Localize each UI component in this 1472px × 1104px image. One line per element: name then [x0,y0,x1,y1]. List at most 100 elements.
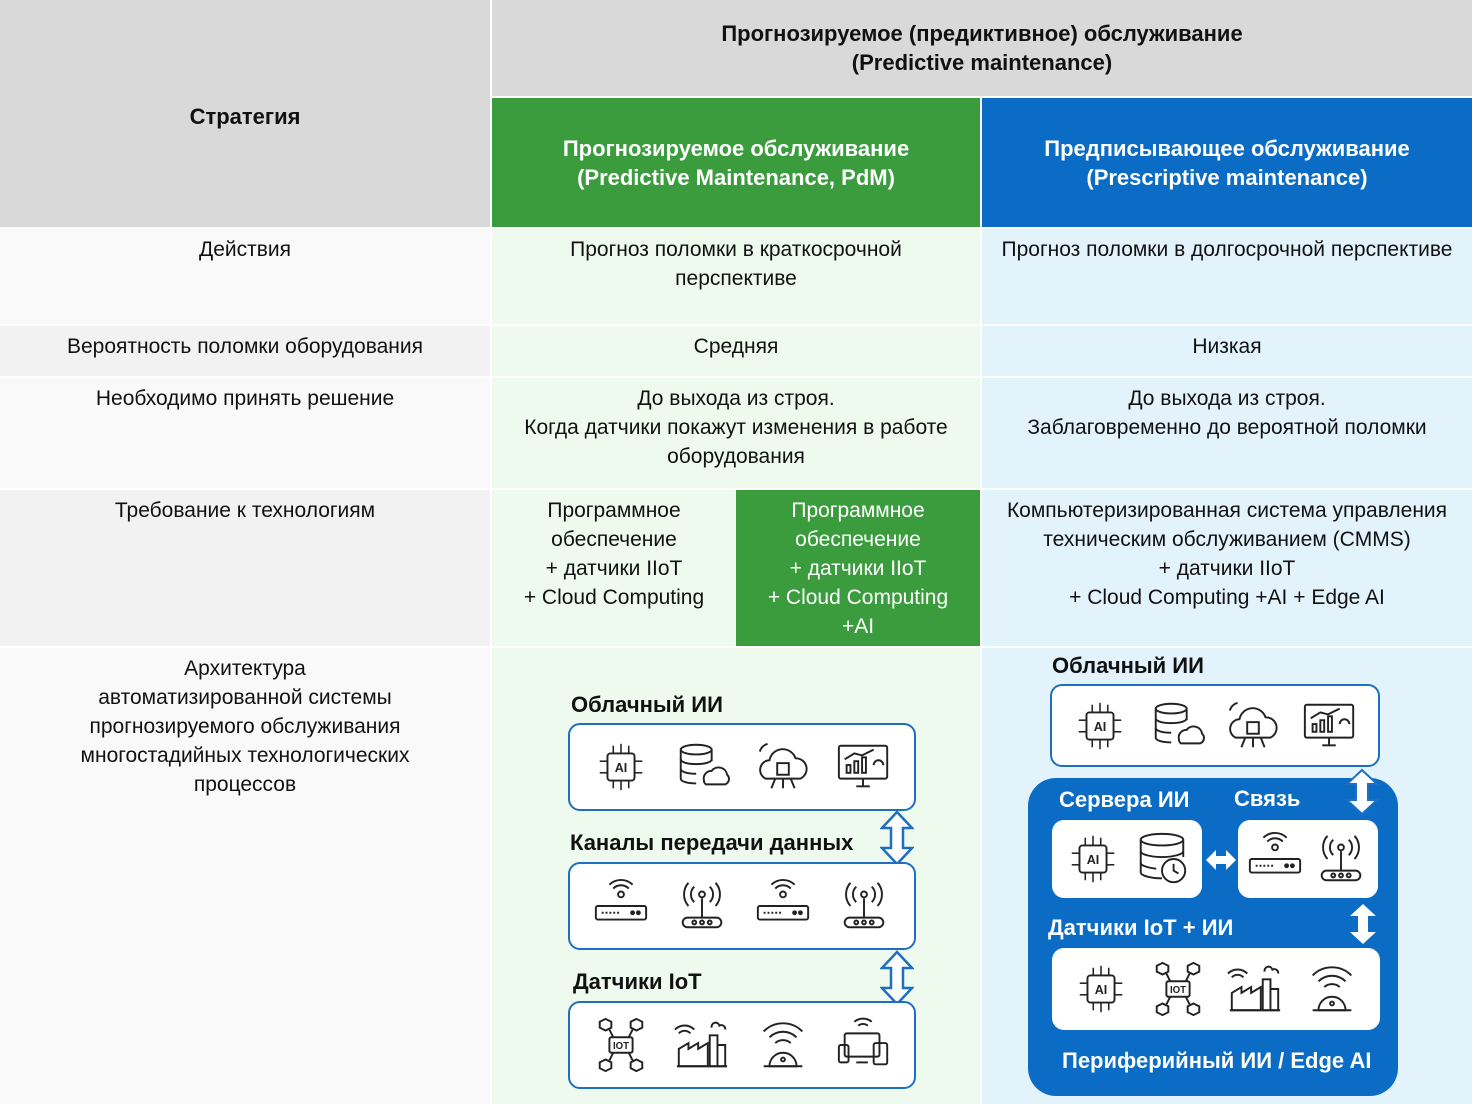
antenna-router-icon [673,877,731,935]
pdm-cloud-box: AI [568,723,916,811]
strategy-header: Стратегия [0,0,490,227]
decision-presc-line1: До выхода из строя. [1128,387,1326,410]
database-cloud-icon [673,738,731,796]
decision-pdm-line2: Когда датчики покажут изменения в работе [524,416,948,439]
top-title-line2: (Predictive maintenance) [851,50,1113,75]
cloud-chip-icon [754,738,812,796]
probability-pdm-text: Средняя [693,335,779,358]
smart-factory-icon [673,1016,731,1074]
server-clock-icon [1133,830,1191,888]
svg-text:IOT: IOT [612,1041,628,1052]
top-title-line1: Прогнозируемое (предиктивное) обслуживан… [721,21,1243,46]
architecture-label: Архитектура автоматизированной системы п… [0,648,490,1104]
decision-pdm: До выхода из строя. Когда датчики покажу… [492,378,980,488]
tech-presc: Компьютеризированная система управления … [982,490,1472,646]
pdm-arrow-2 [880,950,914,1006]
svg-text:AI: AI [1094,719,1107,733]
wireless-sensor-icon [754,1016,812,1074]
tech-pdm-a-line4: + Cloud Computing [523,586,705,609]
presc-header-line1: Предписывающее обслуживание [1044,135,1410,161]
ai-chip-icon: AI [1064,830,1122,888]
decision-label: Необходимо принять решение [0,378,490,488]
tech-pdm-b: Программное обеспечение + датчики IIoT +… [736,490,980,646]
presc-cloud-box: AI [1050,684,1380,767]
presc-cloud-label: Облачный ИИ [1052,653,1204,678]
pdm-arrow-1 [880,810,914,866]
actions-pdm-line2: перспективе [675,267,797,290]
actions-label-text: Действия [198,238,291,261]
presc-header-line2: (Prescriptive maintenance) [1086,164,1368,190]
tech-presc-line3: + датчики IIoT [1158,557,1296,580]
decision-pdm-line3: оборудования [667,445,805,468]
decision-presc: До выхода из строя. Заблаговременно до в… [982,378,1472,488]
probability-presc-text: Низкая [1192,335,1262,358]
sensors-ai-label: Датчики IoT + ИИ [1048,915,1234,940]
tech-pdm-b-line4: + Cloud Computing [767,586,949,609]
router-icon [754,877,812,935]
pdm-channels-box [568,862,916,950]
antenna-router-icon [835,877,893,935]
pdm-header: Прогнозируемое обслуживание (Predictive … [492,98,980,227]
pdm-iot-box: IOT [568,1001,916,1089]
top-title: Прогнозируемое (предиктивное) обслуживан… [492,0,1472,96]
tech-pdm-b-line2: обеспечение [795,528,921,551]
architecture-label-line5: процессов [193,773,297,796]
architecture-label-line2: автоматизированной системы [98,686,392,709]
actions-presc: Прогноз поломки в долгосрочной перспекти… [982,229,1472,324]
presc-header: Предписывающее обслуживание (Prescriptiv… [982,98,1472,227]
tech-pdm-b-line3: + датчики IIoT [789,557,927,580]
tech-pdm-a-line3: + датчики IIoT [545,557,683,580]
iot-network-icon: IOT [1149,960,1207,1018]
presc-arrow-2 [1346,902,1380,946]
probability-pdm: Средняя [492,326,980,376]
smart-factory-icon [1226,960,1284,1018]
link-label: Связь [1234,786,1301,811]
ai-chip-icon: AI [1072,960,1130,1018]
decision-presc-line2: Заблаговременно до вероятной поломки [1027,416,1427,439]
monitor-chart-icon [1301,697,1359,755]
servers-link-arrow [1204,848,1238,872]
router-icon [592,877,650,935]
svg-text:AI: AI [1086,853,1099,867]
tech-pdm-b-line5: +AI [841,615,875,638]
tech-presc-line1: Компьютеризированная система управления [1006,499,1448,522]
ai-chip-icon: AI [592,738,650,796]
antenna-router-icon [1312,830,1370,888]
pdm-channels-label: Каналы передачи данных [570,830,854,855]
architecture-label-line3: прогнозируемого обслуживания [89,715,401,738]
servers-label: Сервера ИИ [1059,787,1190,812]
architecture-label-line4: многостадийных технологических [80,744,410,767]
actions-pdm-line1: Прогноз поломки в краткосрочной [570,238,902,261]
probability-label: Вероятность поломки оборудования [0,326,490,376]
tech-presc-line4: + Cloud Computing +AI + Edge AI [1069,586,1385,609]
strategy-header-text: Стратегия [189,104,301,129]
presc-arrow-1 [1345,768,1379,816]
actions-presc-text: Прогноз поломки в долгосрочной перспекти… [1001,238,1453,261]
tech-pdm-b-line1: Программное [791,499,925,522]
probability-label-text: Вероятность поломки оборудования [66,335,423,358]
pdm-header-line1: Прогнозируемое обслуживание [562,135,910,161]
tech-pdm-a-line2: обеспечение [551,528,677,551]
monitor-chart-icon [835,738,893,796]
pdm-cloud-label: Облачный ИИ [571,692,723,717]
edge-ai-label: Периферийный ИИ / Edge AI [1062,1048,1372,1073]
tech-presc-line2: техническим обслуживанием (CMMS) [1043,528,1411,551]
sensors-ai-box: AI IOT [1052,948,1380,1030]
ai-chip-icon: AI [1071,697,1129,755]
pdm-header-line2: (Predictive Maintenance, PdM) [577,164,895,190]
architecture-label-line1: Архитектура [184,657,306,680]
tech-label-text: Требование к технологиям [114,499,376,522]
tech-pdm-a-line1: Программное [547,499,681,522]
decision-label-text: Необходимо принять решение [95,387,395,410]
probability-presc: Низкая [982,326,1472,376]
pdm-iot-label: Датчики IoT [573,969,702,994]
connected-devices-icon [835,1016,893,1074]
tech-label: Требование к технологиям [0,490,490,646]
decision-pdm-line1: До выхода из строя. [637,387,835,410]
actions-pdm: Прогноз поломки в краткосрочной перспект… [492,229,980,324]
svg-text:AI: AI [614,761,627,775]
tech-pdm-a: Программное обеспечение + датчики IIoT +… [492,490,736,646]
actions-label: Действия [0,229,490,324]
iot-network-icon: IOT [592,1016,650,1074]
svg-text:IOT: IOT [1169,985,1185,996]
